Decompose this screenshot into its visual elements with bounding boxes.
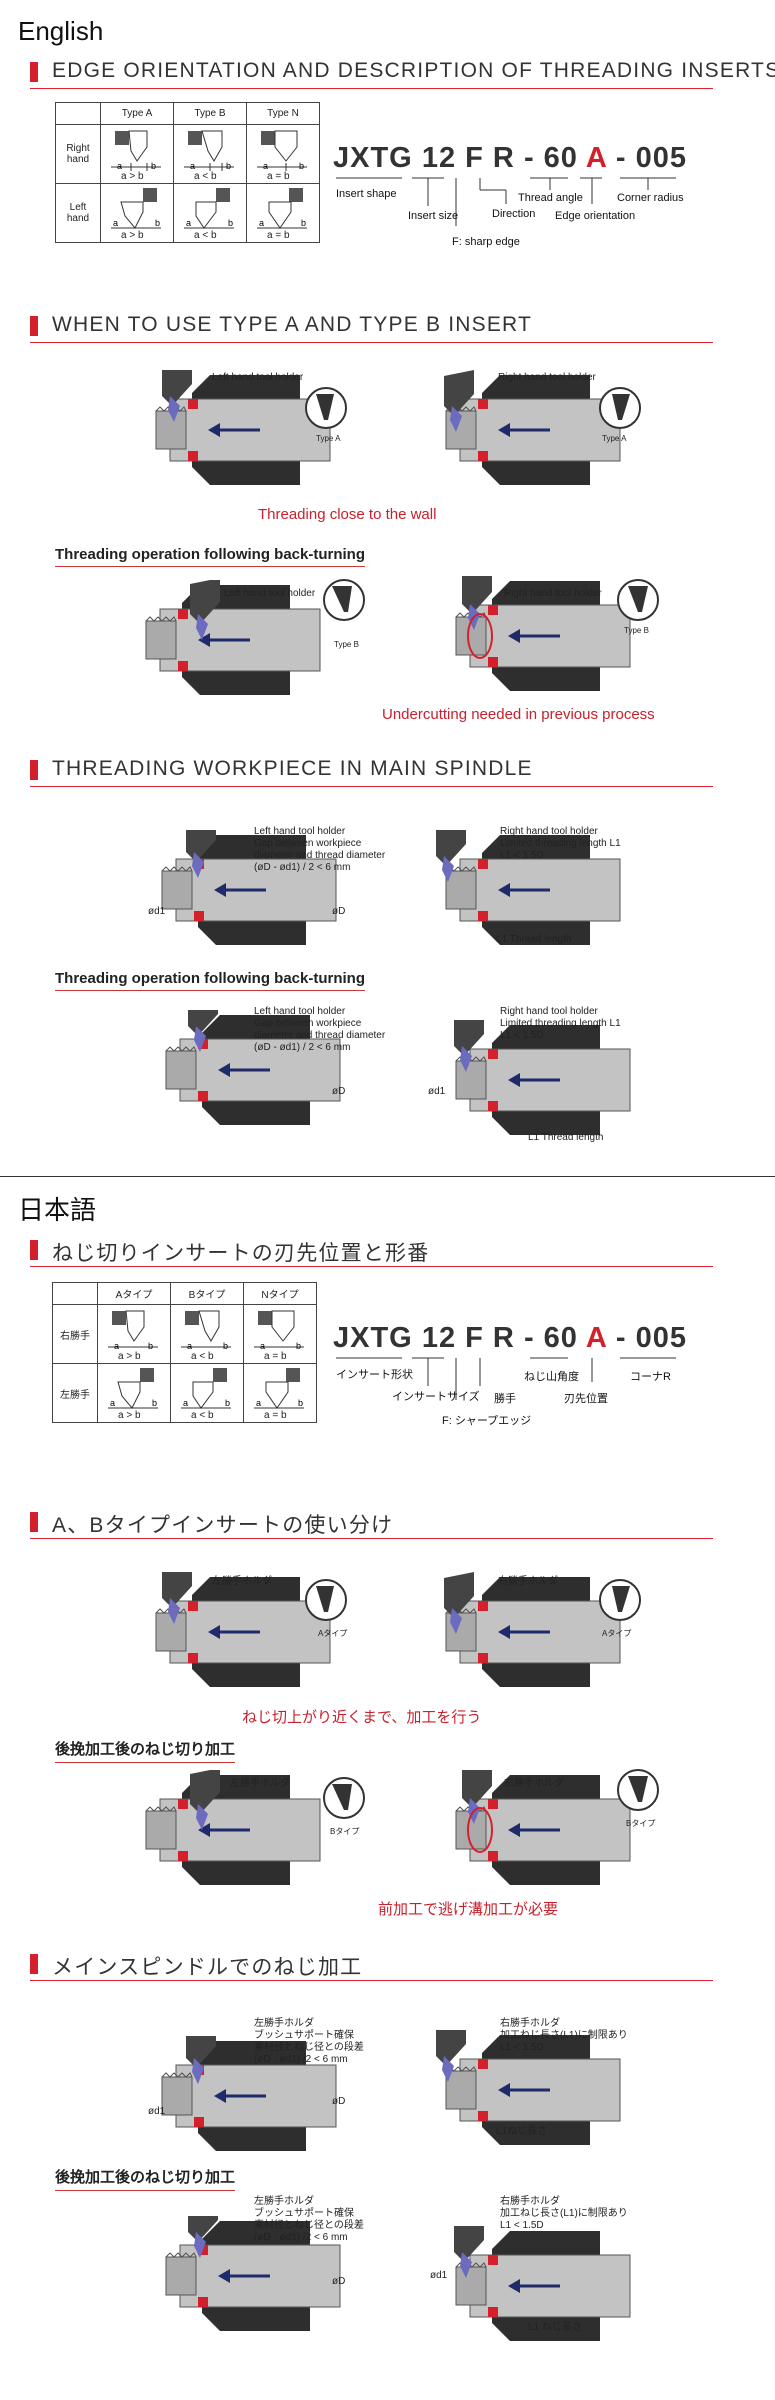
label-insert-size: Insert size [408,210,459,222]
note-threading-close-to-wall-ja: ねじ切上がり近くまで、加工を行う [242,1709,482,1726]
svg-text:b: b [296,1341,301,1351]
col-type-n: Type N [246,102,320,125]
section-edge-orientation: EDGE ORIENTATION AND DESCRIPTION OF THRE… [30,58,775,89]
label-sharp-edge: F: sharp edge [452,236,520,248]
diagram-back-turning-right-ja [454,1770,632,1887]
type-a-insert-icon [305,1579,347,1621]
row-right-hand: Right hand [55,124,101,184]
svg-text:a: a [183,1398,188,1408]
svg-text:b: b [301,218,306,228]
label-edge-orientation: Edge orientation [555,210,636,222]
svg-text:a: a [187,1341,192,1351]
label-thread-angle: Thread angle [518,192,583,204]
subheading-back-turning-ja-2: 後挽加工後のねじ切り加工 [55,2166,236,2191]
label-left-hand-holder: Left hand tool holder [212,372,304,383]
section-title: EDGE ORIENTATION AND DESCRIPTION OF THRE… [52,59,775,82]
note-threading-close-to-wall: Threading close to the wall [258,506,437,523]
svg-text:b: b [225,1398,230,1408]
code-leader-lines [336,177,676,226]
language-label-japanese: 日本語 [18,1195,97,1225]
svg-text:a: a [117,161,122,171]
svg-text:a: a [113,218,118,228]
section-title: THREADING WORKPIECE IN MAIN SPINDLE [52,757,533,780]
svg-text:b: b [223,1341,228,1351]
row-left-hand: Left hand [55,183,101,243]
svg-text:a: a [110,1398,115,1408]
col-type-b: Type B [173,102,247,125]
label-corner-radius: Corner radius [617,192,684,204]
subheading-back-turning-ja: 後挽加工後のねじ切り加工 [55,1738,236,1763]
type-b-insert-icon [617,1769,659,1811]
section-title: WHEN TO USE TYPE A AND TYPE B INSERT [52,313,533,336]
section-title: メインスピンドルでのねじ加工 [52,1956,363,1979]
section-title: A、Bタイプインサートの使い分け [52,1514,394,1537]
section-main-spindle-ja: メインスピンドルでのねじ加工 [30,1950,713,1981]
type-a-insert-icon [599,1579,641,1621]
svg-text:a: a [260,1341,265,1351]
label-direction: Direction [492,208,536,220]
svg-text:b: b [298,1398,303,1408]
section-when-to-use: WHEN TO USE TYPE A AND TYPE B INSERT [30,312,713,343]
label-right-hand-holder: Right hand tool holder [498,372,596,383]
type-b-insert-icon [323,579,365,621]
col-type-a: Type A [100,102,174,125]
svg-text:b: b [152,1398,157,1408]
type-b-insert-icon [617,579,659,621]
svg-text:b: b [299,161,304,171]
svg-text:a: a [263,161,268,171]
designation-code: JXTG 12 F R - 60 A - 005 [333,142,687,174]
svg-text:b: b [148,1341,153,1351]
type-b-insert-icon [323,1777,365,1819]
language-divider [0,1176,775,1177]
svg-text:b: b [226,161,231,171]
svg-text:b: b [155,218,160,228]
language-label-english: English [18,16,104,46]
designation-code-ja: JXTG 12 F R - 60 A - 005 [333,1322,687,1354]
svg-text:a: a [114,1341,119,1351]
type-a-insert-icon [599,387,641,429]
note-undercutting: Undercutting needed in previous process [382,706,655,723]
diagram-back-turning-right [454,576,632,693]
svg-text:a: a [256,1398,261,1408]
svg-text:a: a [259,218,264,228]
code-leader-lines-ja [336,1357,676,1400]
section-when-to-use-ja: A、Bタイプインサートの使い分け [30,1508,713,1539]
label-insert-shape: Insert shape [336,188,397,200]
section-main-spindle: THREADING WORKPIECE IN MAIN SPINDLE [30,756,713,787]
svg-text:b: b [228,218,233,228]
svg-text:b: b [151,161,156,171]
note-undercutting-ja: 前加工で逃げ溝加工が必要 [378,1901,559,1918]
subheading-back-turning: Threading operation following back-turni… [55,970,365,991]
section-title: ねじ切りインサートの刃先位置と形番 [52,1242,430,1265]
section-edge-orientation-ja: ねじ切りインサートの刃先位置と形番 [30,1236,713,1267]
svg-text:a: a [190,161,195,171]
type-a-insert-icon [305,387,347,429]
svg-text:a: a [186,218,191,228]
subheading-back-turning: Threading operation following back-turni… [55,546,365,567]
